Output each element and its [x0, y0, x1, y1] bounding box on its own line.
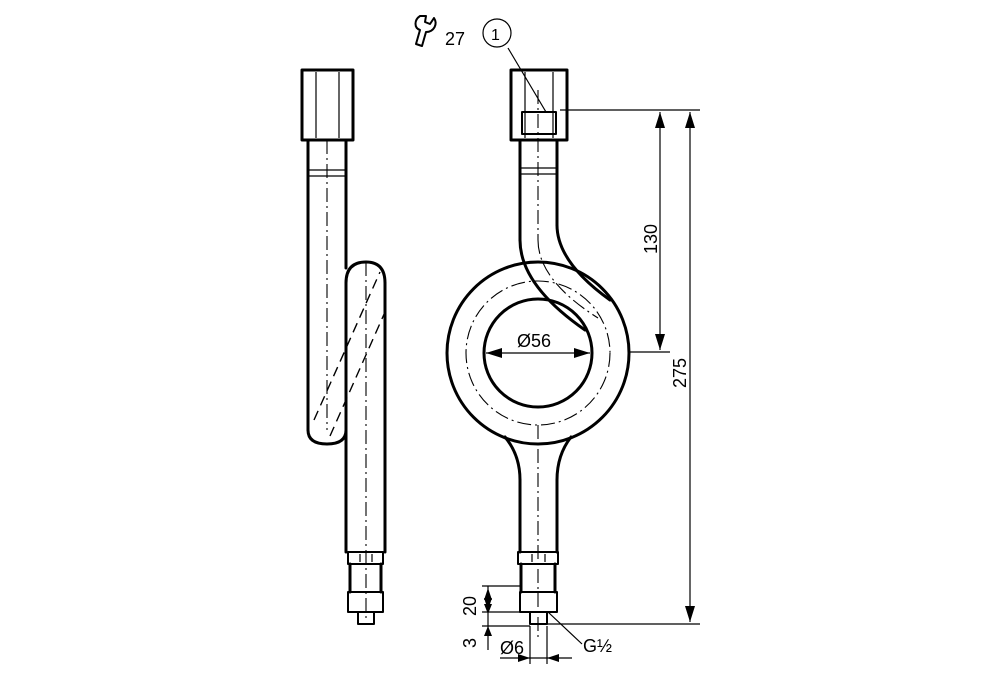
front-view — [445, 68, 631, 640]
wrench-size-label: 27 — [445, 29, 465, 49]
side-lower-band — [347, 551, 384, 565]
front-nut-socket — [521, 111, 557, 135]
length-tip-label: 3 — [460, 638, 480, 648]
front-upper-bend-left — [518, 238, 587, 332]
front-hex-nut — [509, 68, 569, 142]
diameter-tip-label: Ø6 — [500, 638, 524, 658]
side-view — [300, 68, 387, 625]
thread-leader — [547, 611, 583, 645]
diameter-inner-label: Ø56 — [517, 331, 551, 351]
callout-leader — [507, 47, 547, 113]
wrench-icon — [414, 15, 437, 47]
side-loop-bottom — [306, 428, 348, 446]
front-upper-bend-right — [555, 223, 612, 302]
thread-label: G½ — [583, 636, 612, 656]
callout-label: 1 — [491, 27, 500, 44]
front-loop-inner — [482, 297, 594, 409]
callout-circle — [482, 18, 512, 48]
height-upper-label: 130 — [641, 224, 661, 254]
dimensions — [482, 18, 700, 664]
front-lower-bend-left — [503, 435, 522, 482]
side-lower-tip — [357, 611, 375, 625]
front-lower-band — [517, 551, 559, 565]
length-thread-label: 20 — [460, 596, 480, 616]
front-lower-tip — [529, 611, 548, 625]
side-hex-nut — [300, 68, 355, 142]
height-total-label: 275 — [670, 358, 690, 388]
front-lower-bend-right — [555, 435, 573, 482]
